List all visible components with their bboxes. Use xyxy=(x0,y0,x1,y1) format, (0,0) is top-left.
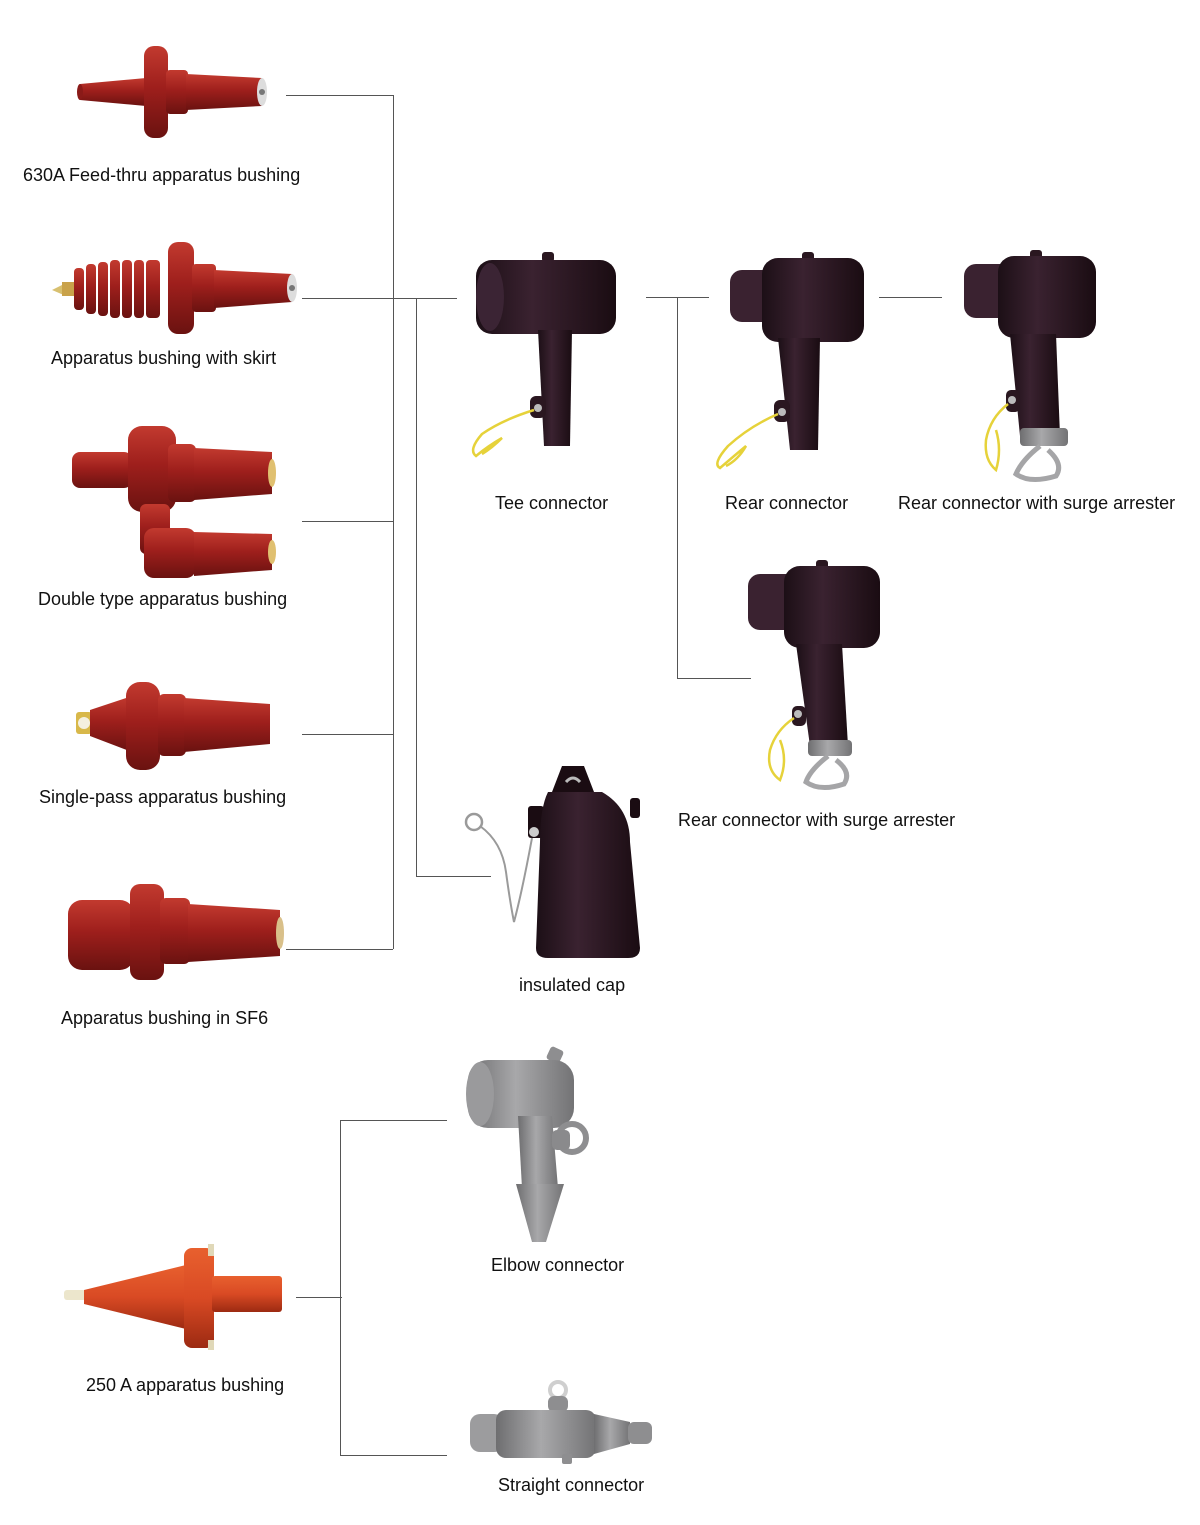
sf6-bushing-icon[interactable] xyxy=(66,880,286,986)
label-feed-thru-bushing: 630A Feed-thru apparatus bushing xyxy=(23,165,301,185)
insulated-cap-icon[interactable] xyxy=(462,762,642,962)
skirted-bushing-icon[interactable] xyxy=(52,240,300,336)
label-rear-connector: Rear connector xyxy=(725,493,849,513)
line-skirt-to-tee xyxy=(302,298,457,299)
rear-connector-surge-arrester-icon[interactable] xyxy=(744,560,884,796)
line-rear-bus xyxy=(677,297,678,678)
label-insulated-cap: insulated cap xyxy=(519,975,626,995)
straight-connector-icon[interactable] xyxy=(468,1380,658,1466)
line-feed-thru xyxy=(286,95,393,96)
line-bushing-bus xyxy=(393,95,394,949)
label-elbow-connector: Elbow connector xyxy=(491,1255,625,1275)
label-rear-connector-surge-arrester-2: Rear connector with surge arrester xyxy=(678,810,956,830)
label-tee-connector: Tee connector xyxy=(495,493,609,513)
bushing-250a-icon[interactable] xyxy=(62,1244,284,1350)
line-to-elbow xyxy=(340,1120,447,1121)
line-cap-bus xyxy=(416,298,417,876)
elbow-connector-icon[interactable] xyxy=(462,1046,612,1246)
line-to-straight xyxy=(340,1455,447,1456)
line-sf6 xyxy=(286,949,393,950)
line-250a-bus xyxy=(340,1120,341,1456)
label-skirted-bushing: Apparatus bushing with skirt xyxy=(51,348,277,368)
line-double xyxy=(302,521,393,522)
feed-thru-bushing-icon[interactable] xyxy=(77,44,268,140)
label-straight-connector: Straight connector xyxy=(498,1475,645,1495)
label-single-pass-bushing: Single-pass apparatus bushing xyxy=(39,787,287,807)
label-sf6-bushing: Apparatus bushing in SF6 xyxy=(61,1008,269,1028)
single-pass-bushing-icon[interactable] xyxy=(74,680,274,772)
rear-connector-surge-arrester-icon[interactable] xyxy=(960,250,1100,486)
double-bushing-icon[interactable] xyxy=(70,424,280,580)
line-to-cap xyxy=(416,876,491,877)
label-bushing-250a: 250 A apparatus bushing xyxy=(86,1375,285,1395)
tee-connector-icon[interactable] xyxy=(462,250,622,460)
line-to-rear-surge-2 xyxy=(677,678,751,679)
line-250a xyxy=(296,1297,342,1298)
label-rear-connector-surge-arrester-1: Rear connector with surge arrester xyxy=(898,493,1176,513)
line-rear-to-surge xyxy=(879,297,942,298)
line-single-pass xyxy=(302,734,393,735)
rear-connector-icon[interactable] xyxy=(710,250,870,472)
label-double-bushing: Double type apparatus bushing xyxy=(38,589,288,609)
